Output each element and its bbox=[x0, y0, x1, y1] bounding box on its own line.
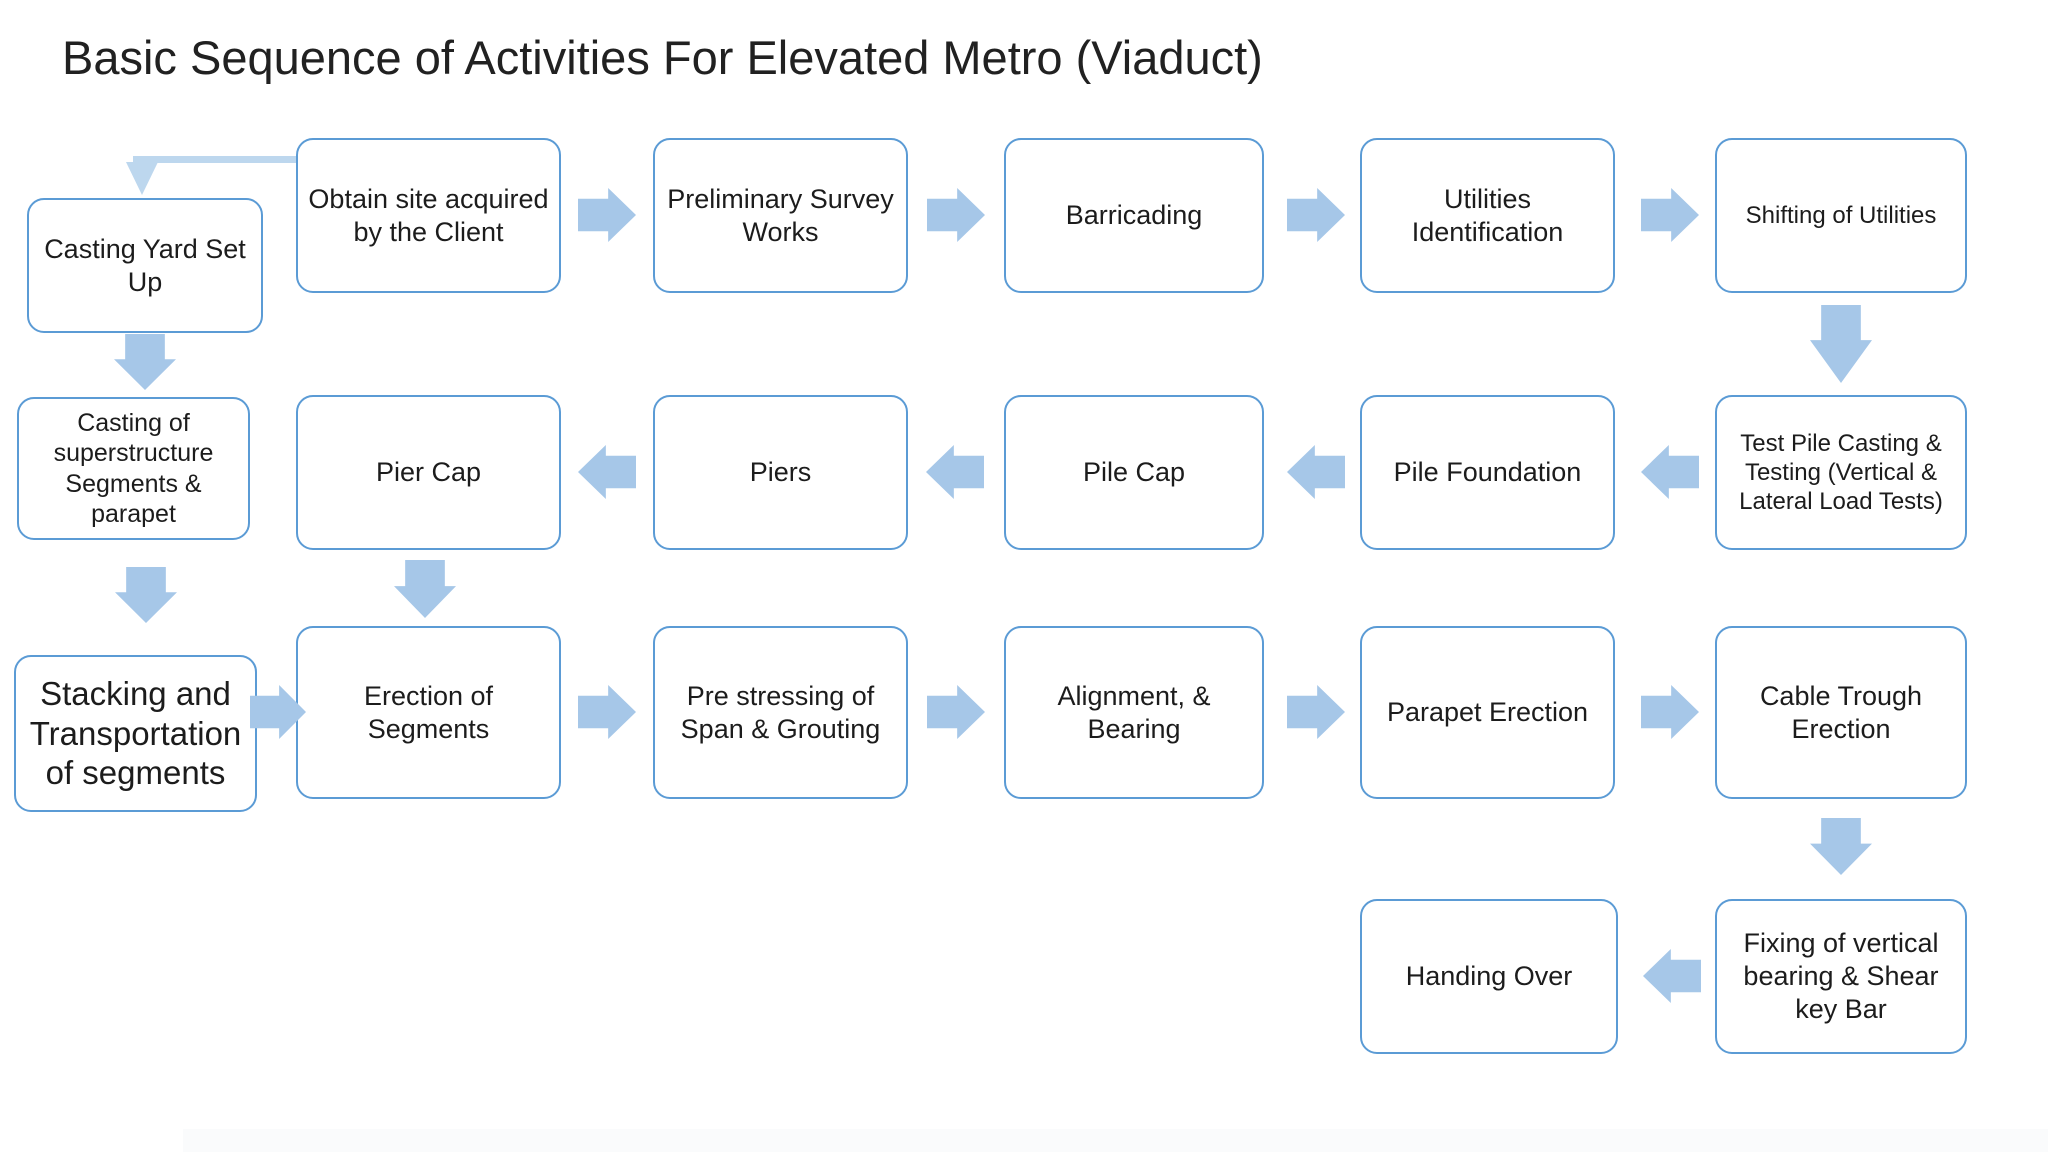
node-label: Barricading bbox=[1065, 200, 1203, 231]
node-label: Pile Foundation bbox=[1393, 457, 1582, 488]
node-pile-cap: Pile Cap bbox=[1004, 395, 1264, 550]
node-label: Erection of Segments bbox=[363, 680, 494, 744]
node-barricading: Barricading bbox=[1004, 138, 1264, 293]
node-label: Parapet Erection bbox=[1386, 697, 1589, 728]
node-cable-trough-erection: Cable Trough Erection bbox=[1715, 626, 1967, 799]
node-label: Utilities Identification bbox=[1411, 183, 1564, 247]
node-handing-over: Handing Over bbox=[1360, 899, 1618, 1054]
node-label: Fixing of vertical bearing & Shear key B… bbox=[1743, 928, 1939, 1024]
node-label: Handing Over bbox=[1405, 961, 1573, 992]
flow-arrow-right-icon bbox=[927, 685, 985, 739]
flow-arrow-right-icon bbox=[578, 685, 636, 739]
node-piers: Piers bbox=[653, 395, 908, 550]
node-pier-cap: Pier Cap bbox=[296, 395, 561, 550]
flow-arrow-down-icon bbox=[394, 560, 456, 618]
node-pile-foundation: Pile Foundation bbox=[1360, 395, 1615, 550]
node-fixing-vertical-bearing: Fixing of vertical bearing & Shear key B… bbox=[1715, 899, 1967, 1054]
node-obtain-site: Obtain site acquired by the Client bbox=[296, 138, 561, 293]
node-shifting-of-utilities: Shifting of Utilities bbox=[1715, 138, 1967, 293]
node-preliminary-survey-works: Preliminary Survey Works bbox=[653, 138, 908, 293]
node-label: Casting Yard Set Up bbox=[44, 233, 246, 297]
node-label: Stacking and Transportation of segments bbox=[29, 675, 242, 792]
node-label: Casting of superstructure Segments & par… bbox=[53, 408, 214, 529]
node-label: Pre stressing of Span & Grouting bbox=[680, 680, 881, 744]
node-label: Shifting of Utilities bbox=[1745, 201, 1937, 229]
flow-arrow-down-icon bbox=[1810, 818, 1872, 875]
elbow-connector-arrowhead-icon bbox=[126, 162, 158, 195]
flow-arrow-right-icon bbox=[927, 188, 985, 242]
flow-arrow-right-icon bbox=[578, 188, 636, 242]
flow-arrow-left-icon bbox=[1643, 949, 1701, 1003]
node-label: Alignment, & Bearing bbox=[1057, 680, 1211, 744]
flow-arrow-right-icon bbox=[1287, 188, 1345, 242]
node-alignment-bearing: Alignment, & Bearing bbox=[1004, 626, 1264, 799]
node-label: Pier Cap bbox=[375, 457, 482, 488]
node-casting-of-superstructure: Casting of superstructure Segments & par… bbox=[17, 397, 250, 540]
node-label: Pile Cap bbox=[1082, 457, 1186, 488]
elbow-connector-line bbox=[133, 156, 296, 163]
flow-arrow-left-icon bbox=[926, 445, 984, 499]
node-label: Cable Trough Erection bbox=[1759, 680, 1923, 744]
node-label: Piers bbox=[749, 457, 812, 488]
node-stacking-and-transportation: Stacking and Transportation of segments bbox=[14, 655, 257, 812]
flow-arrow-down-icon bbox=[115, 567, 177, 623]
page-title: Basic Sequence of Activities For Elevate… bbox=[62, 31, 1263, 84]
flow-arrow-down-icon bbox=[1810, 305, 1872, 383]
node-label: Obtain site acquired by the Client bbox=[308, 183, 549, 247]
flow-arrow-left-icon bbox=[578, 445, 636, 499]
node-casting-yard-set-up: Casting Yard Set Up bbox=[27, 198, 263, 333]
node-test-pile-casting-testing: Test Pile Casting & Testing (Vertical & … bbox=[1715, 395, 1967, 550]
flow-arrow-left-icon bbox=[1287, 445, 1345, 499]
flow-arrow-down-icon bbox=[114, 334, 176, 390]
flow-arrow-left-icon bbox=[1641, 445, 1699, 499]
node-utilities-identification: Utilities Identification bbox=[1360, 138, 1615, 293]
node-label: Test Pile Casting & Testing (Vertical & … bbox=[1739, 429, 1943, 516]
slide-edge-band bbox=[183, 1129, 2048, 1152]
node-erection-of-segments: Erection of Segments bbox=[296, 626, 561, 799]
flow-arrow-right-icon bbox=[1641, 188, 1699, 242]
node-parapet-erection: Parapet Erection bbox=[1360, 626, 1615, 799]
node-pre-stressing-grouting: Pre stressing of Span & Grouting bbox=[653, 626, 908, 799]
flow-arrow-right-icon bbox=[1641, 685, 1699, 739]
node-label: Preliminary Survey Works bbox=[667, 183, 894, 247]
flow-arrow-right-icon bbox=[1287, 685, 1345, 739]
